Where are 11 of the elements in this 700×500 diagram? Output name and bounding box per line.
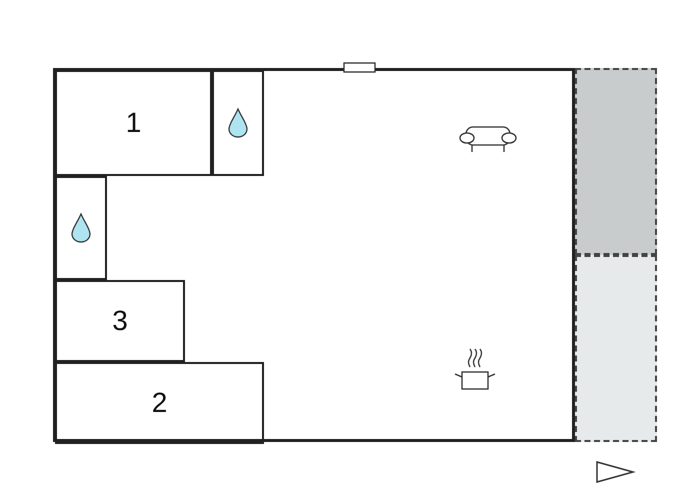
- room: [55, 362, 264, 444]
- floor-plan-outline: [53, 68, 575, 442]
- terrace-area: [575, 255, 657, 442]
- room-number: 3: [112, 305, 128, 337]
- terrace-area: [575, 68, 657, 255]
- bathroom: [212, 70, 264, 176]
- room-number: 2: [152, 387, 168, 419]
- room-number: 1: [126, 107, 142, 139]
- room: [55, 70, 212, 176]
- room: [55, 280, 185, 362]
- bathroom: [55, 176, 107, 280]
